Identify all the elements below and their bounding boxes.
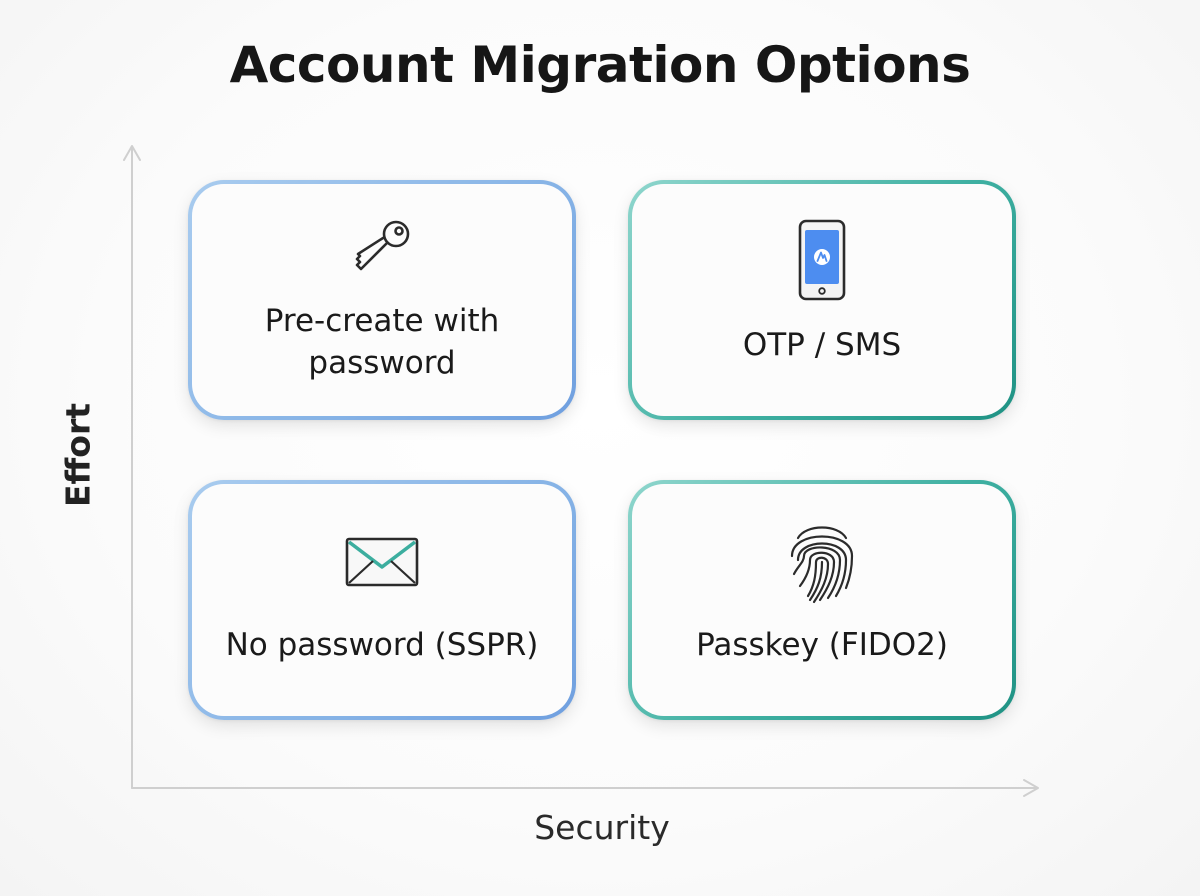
quadrant-card-otp-sms: OTP / SMS (628, 180, 1016, 420)
quadrant-label-line-2: password (308, 345, 456, 381)
quadrant-card-passkey-fido2: Passkey (FIDO2) (628, 480, 1016, 720)
quadrant-card-pre-create-password: Pre-create with password (188, 180, 576, 420)
x-axis-label: Security (534, 808, 670, 847)
key-icon (347, 214, 417, 280)
fingerprint-icon (786, 516, 858, 608)
y-axis-arrowhead (123, 145, 141, 161)
quadrant-label: Passkey (FIDO2) (696, 627, 948, 663)
diagram-title: Account Migration Options (229, 36, 971, 94)
mobile-phone-icon (797, 218, 847, 306)
x-axis-arrowhead (1023, 779, 1039, 797)
quadrant-card-no-password-sspr: No password (SSPR) (188, 480, 576, 720)
y-axis-label: Effort (58, 403, 98, 507)
envelope-icon (344, 536, 420, 592)
quadrant-label-line-1: Pre-create with (264, 303, 500, 339)
quadrant-label: OTP / SMS (742, 327, 902, 363)
quadrant-label: No password (SSPR) (225, 627, 539, 663)
